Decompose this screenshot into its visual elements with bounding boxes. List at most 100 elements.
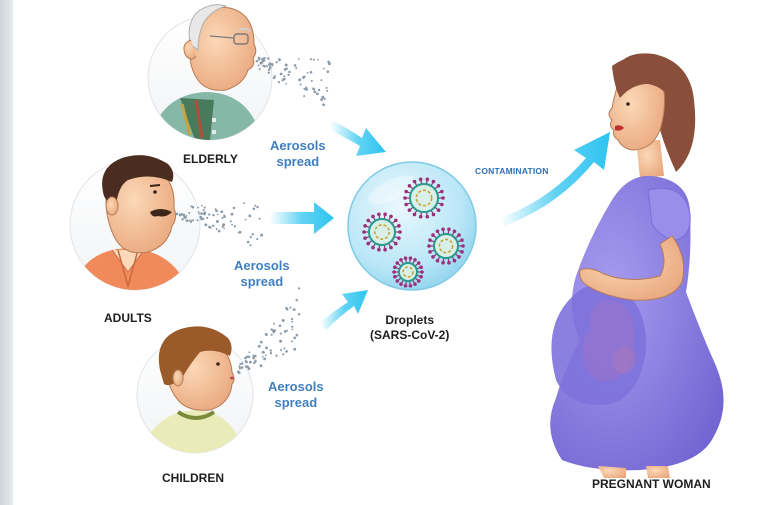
aerosol-dot	[303, 95, 305, 97]
arrow-elderly-to-droplets	[330, 120, 386, 156]
aerosol-dot	[326, 70, 329, 73]
aerosol-dot	[217, 214, 219, 216]
aerosol-dot	[215, 208, 217, 210]
aerosol-dot	[248, 351, 250, 353]
aerosol-dot	[270, 349, 272, 351]
aerosol-dot	[280, 73, 283, 76]
aerosol-dot	[321, 96, 324, 99]
aerosol-dot	[203, 213, 206, 216]
aerosol-dot	[239, 367, 241, 369]
aerosol-dot	[285, 64, 288, 67]
aerosol-dot	[263, 357, 266, 360]
aerosol-dot	[326, 90, 328, 92]
aerosol-dot	[252, 233, 254, 235]
aerosol-dot	[204, 207, 206, 209]
aerosol-dot	[258, 345, 261, 348]
aerosol-dot	[244, 357, 247, 360]
aerosol-dot	[199, 213, 201, 215]
aerosol-dot	[212, 225, 214, 227]
aerosol-dot	[188, 212, 190, 214]
aerosol-dot	[201, 205, 203, 207]
aerosol-dot	[265, 347, 268, 350]
aerosol-dot	[268, 68, 270, 70]
aerosol-dot	[234, 225, 236, 227]
aerosol-dot	[250, 236, 252, 238]
aerosol-dot	[313, 59, 315, 61]
aerosol-dot	[241, 362, 243, 364]
aerosol-dot	[259, 68, 261, 70]
aerosol-dot	[298, 78, 301, 81]
aerosol-dot	[267, 57, 269, 59]
aerosol-dot	[318, 89, 320, 91]
aerosol-dot	[197, 207, 199, 209]
aerosol-dot	[252, 357, 255, 360]
aerosol-dot	[322, 103, 325, 106]
aerosol-dot	[192, 219, 194, 221]
aerosol-dot	[223, 227, 225, 229]
aerosol-dot	[298, 287, 300, 289]
aerosol-dot	[272, 63, 274, 65]
aerosol-dot	[268, 63, 271, 66]
droplets-label: Droplets (SARS-CoV-2)	[370, 313, 449, 343]
aerosol-dot	[275, 61, 277, 63]
aerosol-dot	[191, 206, 194, 209]
aerosol-dot	[249, 244, 251, 246]
aerosol-dot	[283, 75, 285, 77]
elderly-figure	[148, 5, 272, 140]
pregnant-woman-figure	[550, 53, 723, 478]
aerosol-dot	[208, 226, 210, 228]
aerosol-dot	[246, 365, 249, 368]
aerosol-dot	[239, 363, 241, 365]
aerosol-dot	[216, 220, 219, 223]
aerosol-dot	[282, 319, 285, 322]
aerosol-dot	[280, 349, 282, 351]
aerosol-dot	[200, 212, 203, 215]
aerosols-spread-label-children: Aerosols spread	[268, 379, 324, 411]
aerosol-dot	[247, 241, 250, 244]
aerosol-dot	[273, 323, 275, 325]
aerosol-dot	[198, 211, 200, 213]
aerosol-dot	[287, 74, 289, 76]
elderly-label: ELDERLY	[183, 152, 238, 166]
aerosol-dot	[256, 238, 258, 240]
aerosol-dot	[204, 223, 207, 226]
aerosol-dot	[272, 329, 275, 332]
aerosol-dot	[237, 370, 240, 373]
aerosol-dot	[314, 90, 317, 93]
adults-label: ADULTS	[104, 311, 152, 325]
aerosol-dot	[243, 202, 245, 204]
spread-line: spread	[268, 395, 324, 411]
aerosol-dot	[254, 205, 256, 207]
aerosol-dot	[189, 220, 191, 222]
aerosol-dot	[206, 217, 208, 219]
aerosol-dot	[325, 87, 327, 89]
aerosol-dot	[327, 61, 330, 64]
aerosol-dot	[181, 218, 183, 220]
aerosol-dot	[202, 218, 204, 220]
aerosol-dot	[293, 337, 296, 340]
aerosol-dot	[316, 93, 319, 96]
aerosol-dot	[291, 326, 293, 328]
aerosol-dot	[176, 212, 179, 215]
aerosol-dot	[265, 333, 268, 336]
aerosol-dot	[273, 76, 276, 79]
aerosol-dot	[298, 313, 300, 315]
aerosol-dot	[261, 61, 264, 64]
aerosol-dot	[241, 366, 244, 369]
aerosol-spray-children	[237, 287, 300, 374]
children-figure	[137, 326, 253, 460]
aerosol-dot	[262, 356, 264, 358]
children-label: CHILDREN	[162, 471, 224, 485]
sars-cov-2-line: (SARS-CoV-2)	[370, 328, 449, 343]
pregnant-woman-label: PREGNANT WOMAN	[592, 477, 711, 491]
aerosol-dot	[291, 340, 293, 342]
aerosol-dot	[284, 330, 287, 333]
aerosol-dot	[275, 354, 277, 356]
aerosol-dot	[220, 210, 223, 213]
aerosol-dot	[231, 224, 233, 226]
aerosol-dot	[222, 223, 225, 226]
aerosol-dot	[231, 213, 234, 216]
aerosol-dot	[249, 361, 252, 364]
aerosol-dot	[238, 231, 240, 233]
